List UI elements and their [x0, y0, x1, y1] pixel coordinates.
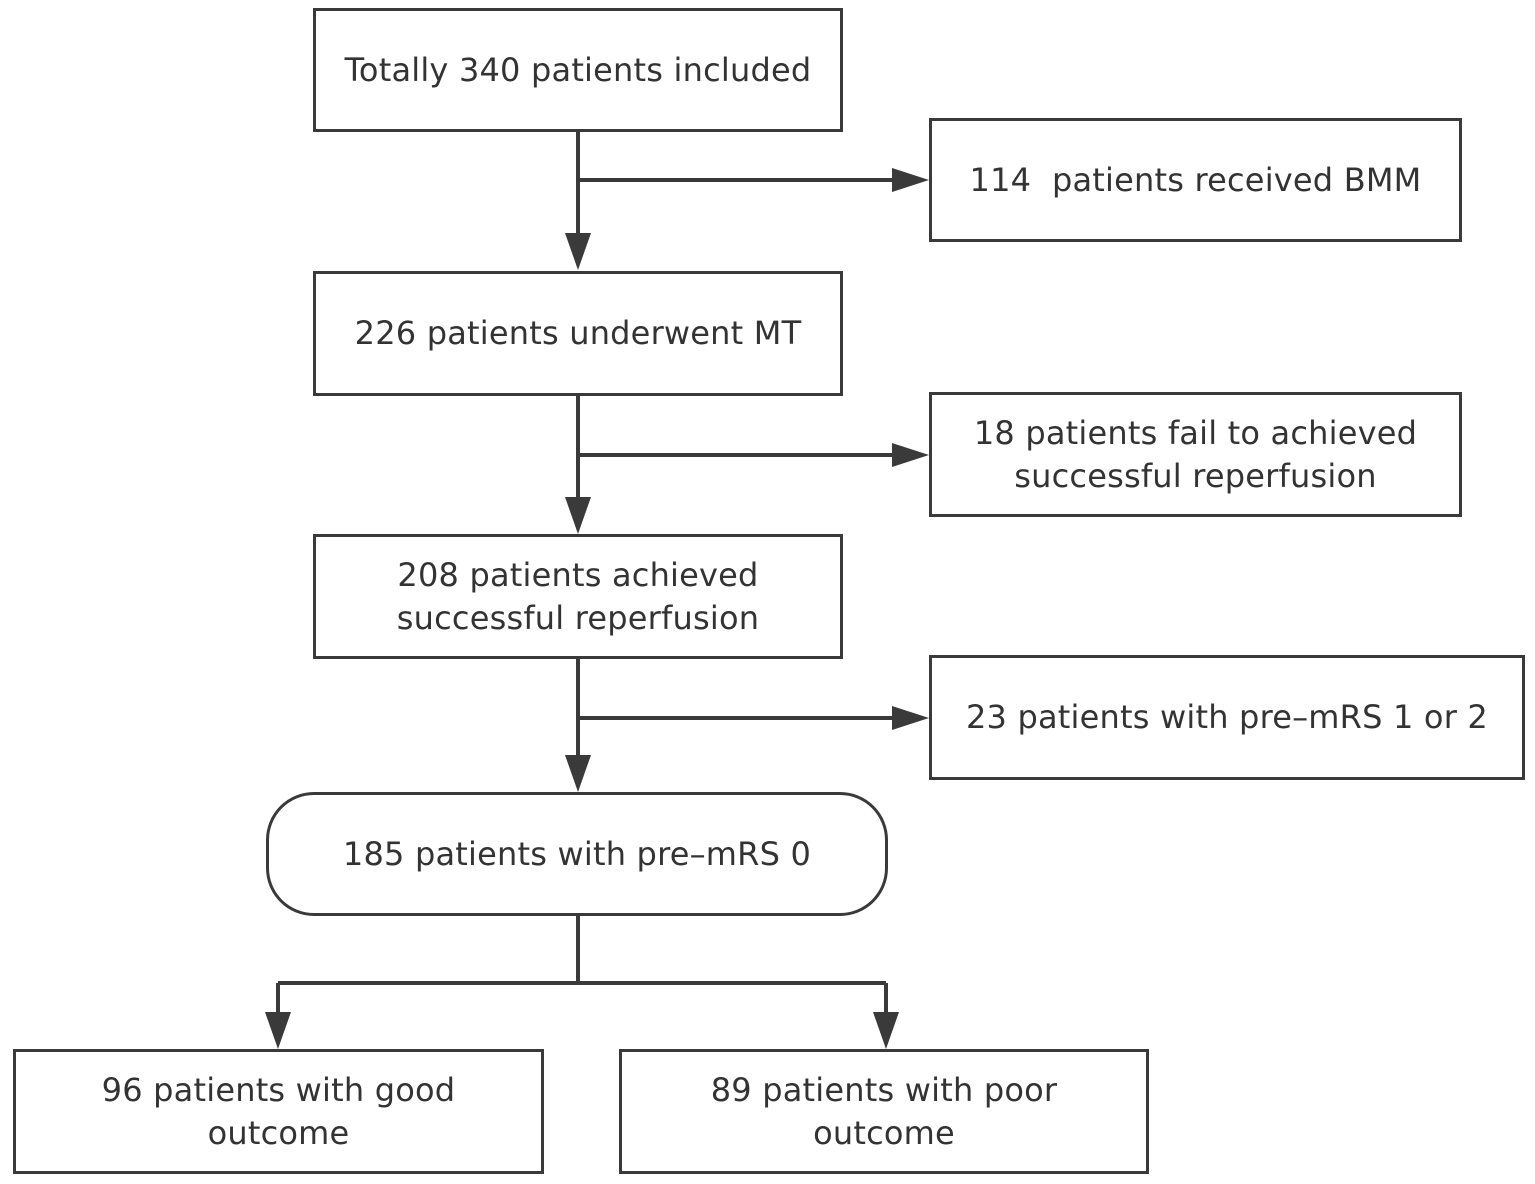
node-achieved-reperfusion-line-2: successful reperfusion — [396, 598, 760, 637]
arrowhead-branch-to-premrs12 — [892, 706, 929, 730]
node-poor-outcome-line-2: outcome — [813, 1113, 955, 1152]
node-achieved-reperfusion-line-1: 208 patients achieved — [397, 555, 759, 594]
arrowhead-achieved-to-premrs0 — [565, 755, 591, 792]
node-poor-outcome-line-1: 89 patients with poor — [710, 1070, 1058, 1109]
node-received-bmm: 114 patients received BMM — [929, 118, 1462, 242]
node-total-included: Totally 340 patients included — [313, 8, 843, 132]
node-achieved-reperfusion: 208 patients achieved successful reperfu… — [313, 534, 843, 659]
node-premrs-0-line-1: 185 patients with pre–mRS 0 — [342, 834, 812, 873]
node-fail-reperfusion-line-1: 18 patients fail to achieved — [973, 413, 1418, 452]
node-premrs-0: 185 patients with pre–mRS 0 — [266, 792, 888, 916]
arrowhead-branch-to-fail — [892, 443, 929, 467]
node-received-bmm-line-1: 114 patients received BMM — [969, 160, 1422, 199]
node-good-outcome-line-2: outcome — [207, 1113, 350, 1152]
arrowhead-total-to-mt — [565, 233, 591, 270]
node-poor-outcome: 89 patients with poor outcome — [619, 1049, 1149, 1174]
arrowhead-split-to-good — [265, 1012, 291, 1049]
arrowhead-split-to-poor — [873, 1012, 899, 1049]
node-good-outcome-line-1: 96 patients with good — [101, 1070, 456, 1109]
node-premrs-1-or-2-line-1: 23 patients with pre–mRS 1 or 2 — [965, 698, 1488, 736]
node-total-included-line-1: Totally 340 patients included — [344, 50, 812, 89]
arrowhead-branch-to-bmm — [892, 168, 929, 192]
node-premrs-1-or-2: 23 patients with pre–mRS 1 or 2 — [929, 655, 1525, 780]
arrowhead-mt-to-achieved — [565, 497, 591, 534]
node-fail-reperfusion: 18 patients fail to achieved successful … — [929, 392, 1462, 517]
node-fail-reperfusion-line-2: successful reperfusion — [1014, 456, 1377, 495]
node-underwent-mt-line-1: 226 patients underwent MT — [354, 314, 802, 352]
node-good-outcome: 96 patients with good outcome — [13, 1049, 544, 1174]
node-underwent-mt: 226 patients underwent MT — [313, 271, 843, 396]
